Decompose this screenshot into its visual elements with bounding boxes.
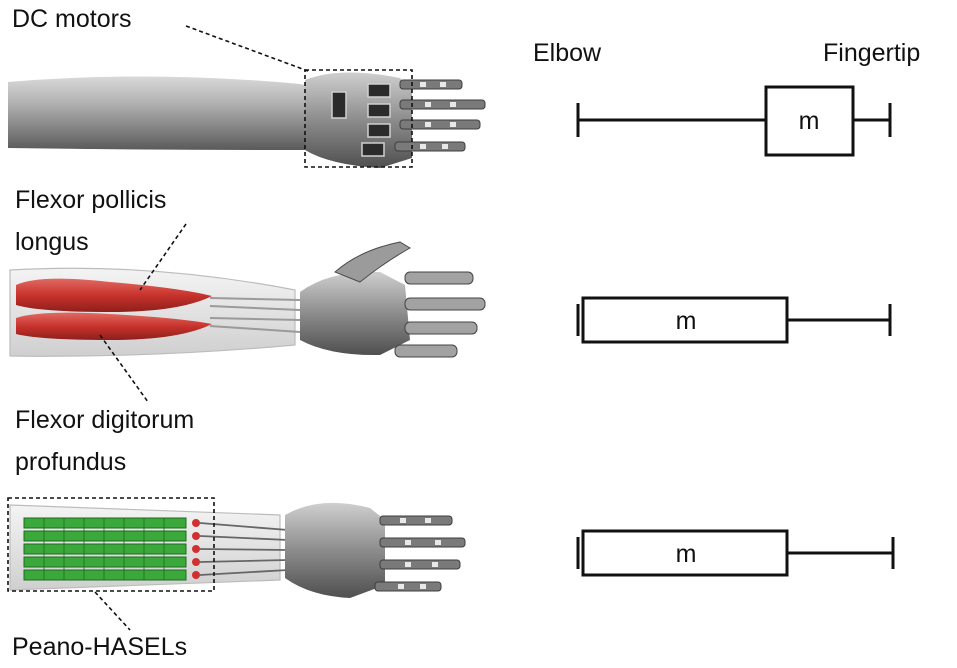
hasels-highlight-box bbox=[7, 497, 215, 592]
motor-block bbox=[367, 123, 391, 138]
mass-label: m bbox=[676, 540, 697, 568]
label-elbow: Elbow bbox=[533, 39, 602, 67]
label-flexor-digitorum-2: profundus bbox=[15, 448, 127, 476]
motor-block bbox=[367, 103, 391, 118]
mass-schematic-2 bbox=[576, 296, 892, 344]
motor-block bbox=[361, 142, 385, 157]
label-flexor-pollicis-2: longus bbox=[15, 228, 89, 256]
arm-dc-motors bbox=[8, 69, 486, 168]
label-peano-hasels: Peano-HASELs bbox=[12, 633, 188, 661]
label-flexor-digitorum: Flexor digitorum bbox=[15, 406, 195, 434]
arm-muscles bbox=[9, 241, 486, 358]
hasel-actuator-stack bbox=[23, 517, 200, 581]
label-flexor-pollicis: Flexor pollicis bbox=[15, 186, 167, 214]
leader-peano-hasels bbox=[94, 591, 131, 631]
arm-peano-hasels bbox=[7, 497, 466, 598]
label-dc-motors: DC motors bbox=[12, 5, 132, 33]
mass-box bbox=[764, 85, 855, 157]
mass-box bbox=[581, 529, 789, 577]
mass-label: m bbox=[799, 107, 820, 135]
label-fingertip: Fingertip bbox=[823, 39, 921, 67]
mass-box bbox=[581, 296, 789, 344]
mass-schematic-1 bbox=[576, 85, 892, 157]
dc-motors-highlight-box bbox=[304, 69, 413, 168]
motor-block bbox=[367, 83, 391, 98]
motor-block bbox=[331, 91, 347, 119]
muscle-flexor-pollicis-longus bbox=[16, 278, 212, 312]
mass-label: m bbox=[676, 307, 697, 335]
leader-dc-motors bbox=[185, 25, 309, 72]
muscle-flexor-digitorum-profundus bbox=[16, 312, 212, 340]
mass-schematic-3 bbox=[576, 529, 895, 577]
